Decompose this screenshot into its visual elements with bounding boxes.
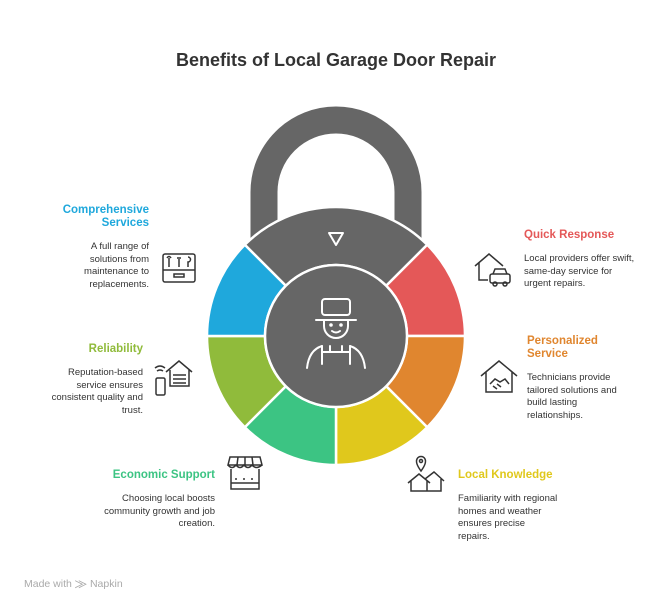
label-economic-support: Economic Support xyxy=(112,469,215,481)
desc-local-knowledge: Familiarity with regional homes and weat… xyxy=(458,493,558,542)
page-title: Benefits of Local Garage Door Repair xyxy=(175,50,497,70)
label-quick-response: Quick Response xyxy=(524,229,615,241)
storefront-icon xyxy=(227,456,263,490)
padlock-shackle xyxy=(250,106,422,240)
made-with-text: Made with xyxy=(24,578,72,590)
down-triangle-icon xyxy=(328,232,344,246)
center-circle xyxy=(263,263,409,409)
label-comprehensive-services: Comprehensive Services xyxy=(62,204,149,229)
house-car-icon xyxy=(474,253,511,287)
desc-quick-response: Local providers offer swift, same-day se… xyxy=(524,253,635,289)
technician-icon xyxy=(306,298,366,369)
smart-garage-icon xyxy=(154,360,193,396)
desc-personalized-service: Technicians provide tailored solutions a… xyxy=(527,372,617,421)
napkin-logo-icon: ⨠ xyxy=(74,578,88,590)
brand-text: Napkin xyxy=(89,578,123,590)
label-local-knowledge: Local Knowledge xyxy=(458,469,553,481)
toolbox-icon xyxy=(162,253,196,283)
label-personalized-service: Personalized Service xyxy=(527,335,598,360)
location-homes-icon xyxy=(407,455,445,492)
desc-comprehensive-services: A full range of solutions from maintenan… xyxy=(84,241,149,290)
desc-reliability: Reputation-based service ensures consist… xyxy=(51,367,143,416)
handshake-house-icon xyxy=(480,360,518,393)
made-with-napkin: Made with ⨠ Napkin xyxy=(24,578,123,591)
label-reliability: Reliability xyxy=(88,343,143,355)
desc-economic-support: Choosing local boosts community growth a… xyxy=(104,493,215,529)
